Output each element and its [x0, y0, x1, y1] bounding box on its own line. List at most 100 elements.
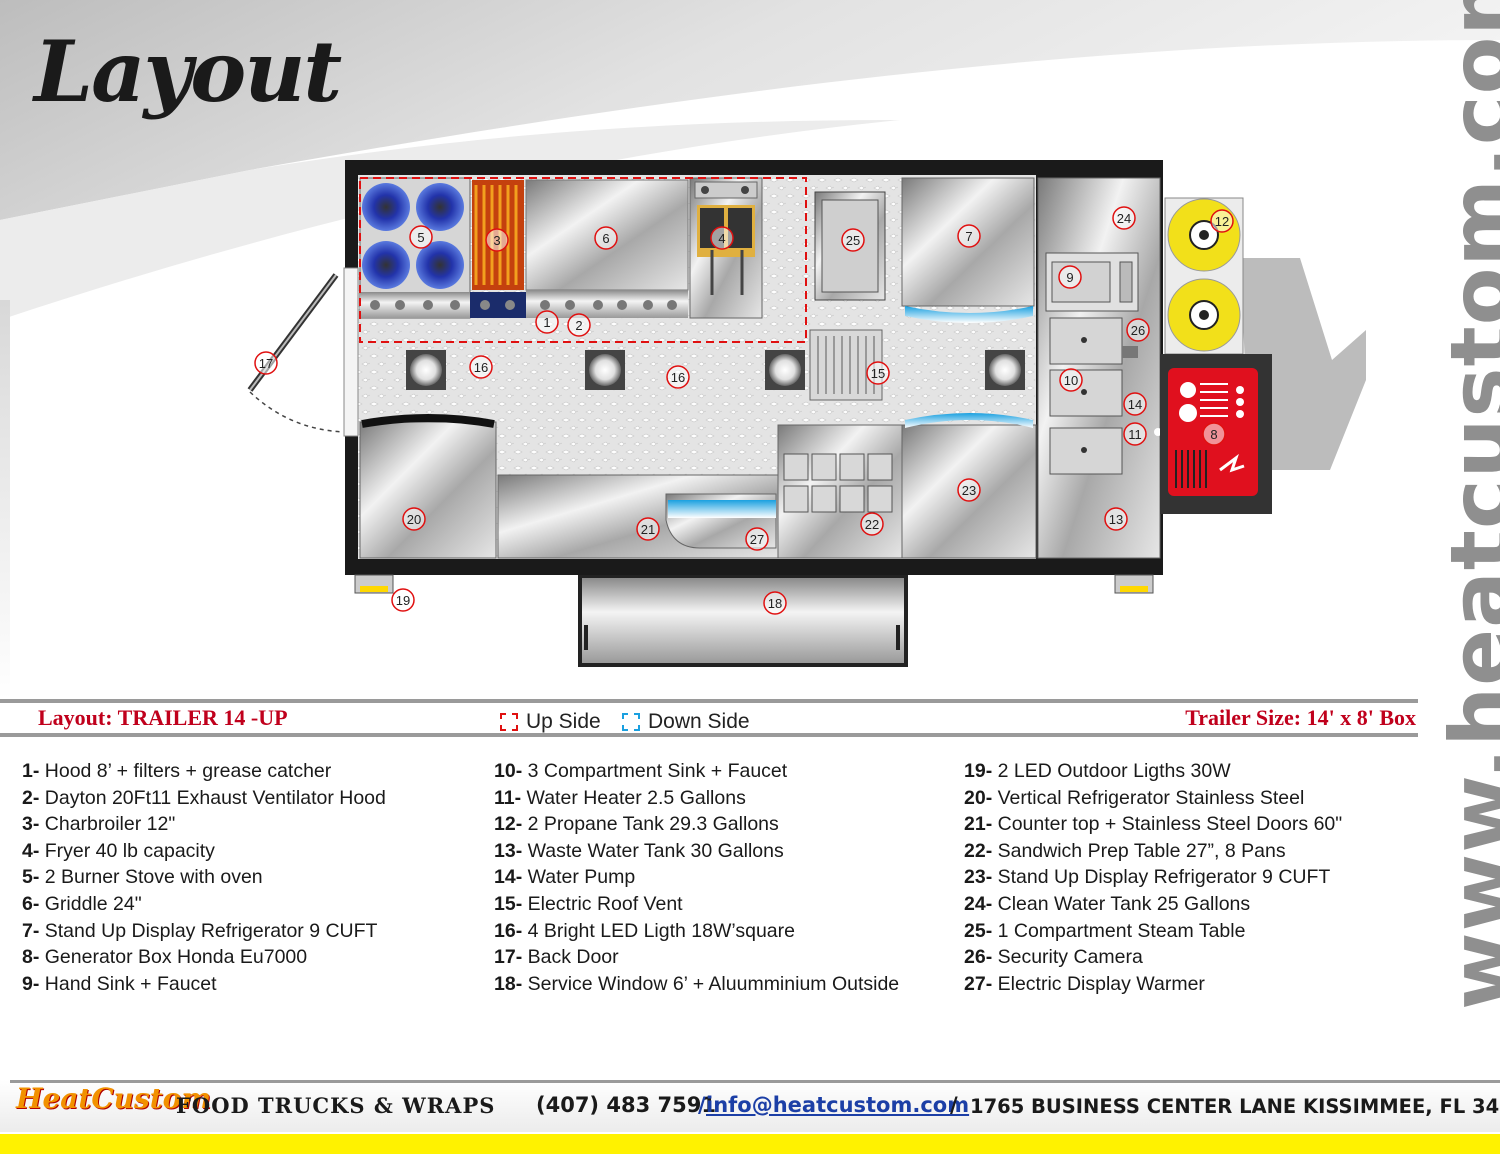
- heatcustom-logo: HeatCustom: [16, 1082, 211, 1115]
- legend-item: 7- Stand Up Display Refrigerator 9 CUFT: [22, 918, 386, 945]
- legend-item-text: Generator Box Honda Eu7000: [39, 946, 308, 969]
- legend-item: 1- Hood 8’ + filters + grease catcher: [22, 758, 386, 785]
- legend-item-text: 1 Compartment Steam Table: [992, 919, 1246, 942]
- page-title: Layout: [34, 22, 342, 121]
- legend-item: 5- 2 Burner Stove with oven: [22, 864, 386, 891]
- marker-6: 6: [594, 226, 618, 250]
- legend-item: 26- Security Camera: [964, 944, 1342, 971]
- legend-item: 9- Hand Sink + Faucet: [22, 971, 386, 998]
- legend-item: 23- Stand Up Display Refrigerator 9 CUFT: [964, 864, 1342, 891]
- marker-label: 7: [965, 229, 972, 244]
- marker-27: 27: [745, 527, 769, 551]
- refrigerator-top: [901, 177, 1035, 323]
- legend-item-text: Counter top + Stainless Steel Doors 60": [992, 813, 1343, 836]
- legend-item-number: 5-: [22, 866, 40, 889]
- legend-item-number: 19-: [964, 760, 993, 782]
- sandwich-prep-table: [777, 424, 903, 559]
- marker-17: 17: [254, 351, 278, 375]
- marker-label: 9: [1066, 270, 1073, 285]
- footer-separator: /: [698, 1093, 706, 1117]
- fryer: [689, 177, 763, 319]
- legend-item-text: Electric Display Warmer: [992, 972, 1205, 995]
- footer-tagline: FOOD TRUCKS & WRAPS: [176, 1093, 496, 1118]
- marker-9: 9: [1058, 265, 1082, 289]
- marker-label: 15: [871, 366, 885, 381]
- legend-item: 25- 1 Compartment Steam Table: [964, 918, 1342, 945]
- legend-item-text: Water Heater 2.5 Gallons: [521, 786, 746, 809]
- marker-label: 20: [407, 512, 421, 527]
- marker-16: 16: [469, 355, 493, 379]
- marker-11: 11: [1123, 422, 1147, 446]
- legend-item-text: Electric Roof Vent: [522, 892, 683, 915]
- legend-item: 19- 2 LED Outdoor Ligths 30W: [964, 758, 1342, 785]
- legend-item-text: Sandwich Prep Table 27”, 8 Pans: [992, 839, 1286, 862]
- legend-item-text: Security Camera: [992, 946, 1143, 969]
- legend-item-number: 10-: [494, 760, 523, 782]
- info-bar-bottom-line: [0, 733, 1418, 737]
- legend-item-number: 2-: [22, 786, 40, 809]
- marker-24: 24: [1112, 206, 1136, 230]
- marker-16: 16: [666, 365, 690, 389]
- legend-item-text: Waste Water Tank 30 Gallons: [522, 839, 784, 862]
- legend-item: 10- 3 Compartment Sink + Faucet: [494, 758, 899, 785]
- legend-item-text: Hood 8’ + filters + grease catcher: [39, 760, 332, 782]
- legend-item-number: 20-: [964, 786, 993, 809]
- legend-item-number: 6-: [22, 892, 40, 915]
- footer-address: 1765 BUSINESS CENTER LANE KISSIMMEE, FL …: [970, 1095, 1500, 1118]
- legend-item-text: Water Pump: [522, 866, 636, 889]
- legend-item-number: 12-: [494, 813, 523, 836]
- legend-item: 13- Waste Water Tank 30 Gallons: [494, 838, 899, 865]
- legend-item: 17- Back Door: [494, 944, 899, 971]
- legend-item-text: Clean Water Tank 25 Gallons: [992, 892, 1251, 915]
- website-vertical: www.heatcustom.com: [1432, 0, 1500, 1010]
- marker-22: 22: [860, 512, 884, 536]
- legend-item-text: 4 Bright LED Ligth 18W’square: [522, 919, 795, 942]
- legend-item-text: Fryer 40 lb capacity: [39, 839, 215, 862]
- legend-item-text: Back Door: [522, 946, 619, 969]
- marker-label: 4: [718, 231, 725, 246]
- marker-label: 11: [1128, 427, 1142, 442]
- marker-label: 16: [671, 370, 685, 385]
- legend-item: 2- Dayton 20Ft11 Exhaust Ventilator Hood: [22, 785, 386, 812]
- down-side-swatch: [622, 713, 640, 731]
- legend-item-text: Dayton 20Ft11 Exhaust Ventilator Hood: [39, 786, 386, 809]
- marker-label: 1: [543, 315, 550, 330]
- legend-item: 6- Griddle 24": [22, 891, 386, 918]
- marker-23: 23: [957, 478, 981, 502]
- security-camera-body: [1122, 346, 1138, 358]
- footer-divider: [10, 1080, 1500, 1083]
- marker-26: 26: [1126, 318, 1150, 342]
- marker-label: 14: [1128, 397, 1142, 412]
- legend-item-number: 22-: [964, 839, 993, 862]
- marker-label: 23: [962, 483, 976, 498]
- legend-item-number: 4-: [22, 839, 40, 862]
- legend-item: 11- Water Heater 2.5 Gallons: [494, 785, 899, 812]
- layout-label: Layout: TRAILER 14 -UP: [38, 705, 288, 730]
- legend-item-text: Vertical Refrigerator Stainless Steel: [992, 786, 1305, 809]
- legend-item: 22- Sandwich Prep Table 27”, 8 Pans: [964, 838, 1342, 865]
- marker-label: 18: [768, 596, 782, 611]
- marker-label: 13: [1109, 512, 1123, 527]
- legend-item-text: 2 Burner Stove with oven: [39, 866, 263, 889]
- trailer-size: Trailer Size: 14' x 8' Box: [1185, 705, 1416, 730]
- up-side-swatch: [500, 713, 518, 731]
- legend-item-number: 3-: [22, 813, 40, 836]
- marker-1: 1: [535, 310, 559, 334]
- legend-item-number: 27-: [964, 972, 993, 995]
- legend-item-number: 25-: [964, 919, 993, 942]
- marker-8: 8: [1202, 422, 1226, 446]
- legend-item-number: 17-: [494, 946, 523, 969]
- up-side-label: Up Side: [526, 710, 601, 733]
- legend-item-number: 21-: [964, 813, 993, 836]
- legend-item-number: 13-: [494, 839, 523, 862]
- footer-email-link[interactable]: info@heatcustom.com: [706, 1093, 970, 1117]
- marker-label: 3: [493, 233, 500, 248]
- legend-item-number: 14-: [494, 866, 523, 889]
- footer-separator: /: [950, 1093, 958, 1117]
- marker-label: 27: [750, 532, 764, 547]
- marker-label: 16: [474, 360, 488, 375]
